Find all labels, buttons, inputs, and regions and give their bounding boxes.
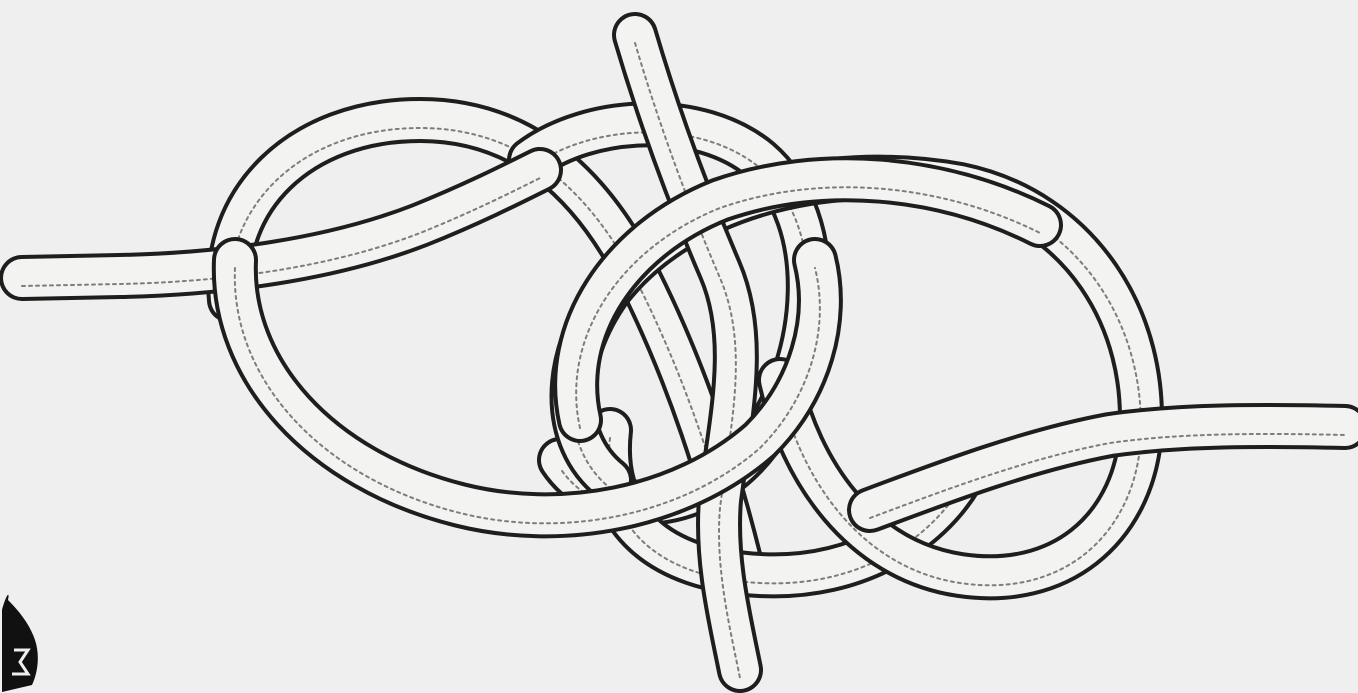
logo-mark-icon [2, 595, 38, 692]
